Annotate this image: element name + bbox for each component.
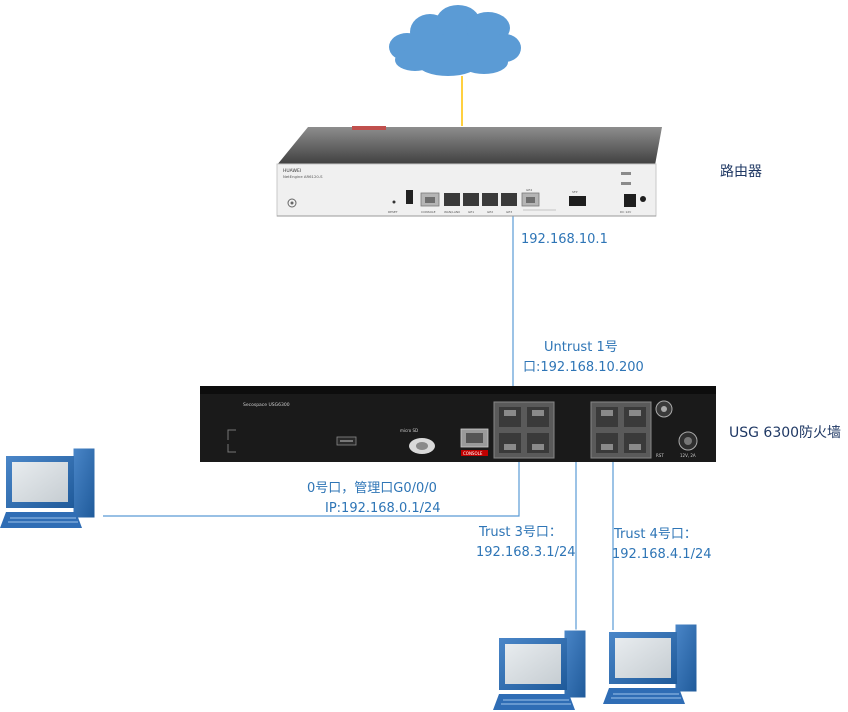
router-ge4-text: GE4 xyxy=(526,188,532,192)
untrust-port-label-line1: Untrust 1号 xyxy=(544,340,618,355)
router-device: HUAWEI NetEngine AR6120-S RESET CONSOLE … xyxy=(276,126,662,217)
mgmt-port-label-line1: 0号口，管理口G0/0/0 xyxy=(307,481,437,496)
firewall-label: USG 6300防火墙 xyxy=(729,425,842,441)
trust4-port-label-line2: 192.168.4.1/24 xyxy=(612,547,712,562)
trust4-port-label-line1: Trust 4号口： xyxy=(614,527,697,542)
mgmt-port-label-line2: IP:192.168.0.1/24 xyxy=(325,501,441,516)
firewall-rst-text: RST xyxy=(656,453,664,458)
router-ip-label: 192.168.10.1 xyxy=(521,232,608,247)
router-wan-text: WAN/LAN0 xyxy=(444,210,460,214)
trust3-pc-icon xyxy=(493,629,587,710)
router-label: 路由器 xyxy=(720,164,762,180)
router-ge1-text: GE1 xyxy=(468,210,474,214)
router-brand-text: HUAWEI xyxy=(283,168,301,174)
firewall-microsd-text: micro SD xyxy=(400,428,418,433)
mgmt-pc-link xyxy=(103,462,520,517)
management-pc-icon xyxy=(0,447,96,528)
firewall-device: Secospace USG6300 micro SD CONSOLE xyxy=(200,386,716,462)
router-power-text: DC 12V xyxy=(620,210,632,214)
internet-cloud-icon xyxy=(389,5,521,76)
router-console-text: CONSOLE xyxy=(421,210,436,214)
trust4-pc-icon xyxy=(603,623,698,704)
router-ge3-text: GE3 xyxy=(506,210,512,214)
firewall-console-text: CONSOLE xyxy=(463,451,483,456)
firewall-power-text: 12V, 2A xyxy=(680,453,696,458)
trust3-port-label-line2: 192.168.3.1/24 xyxy=(476,545,576,560)
untrust-port-label-line2: 口:192.168.10.200 xyxy=(523,360,644,375)
router-sfp-text: SFP xyxy=(572,190,578,194)
router-model-text: NetEngine AR6120-S xyxy=(283,174,323,179)
firewall-brand-text: Secospace USG6300 xyxy=(243,402,290,408)
trust3-port-label-line1: Trust 3号口： xyxy=(479,525,562,540)
router-ge2-text: GE2 xyxy=(487,210,493,214)
router-reset-text: RESET xyxy=(388,210,398,214)
